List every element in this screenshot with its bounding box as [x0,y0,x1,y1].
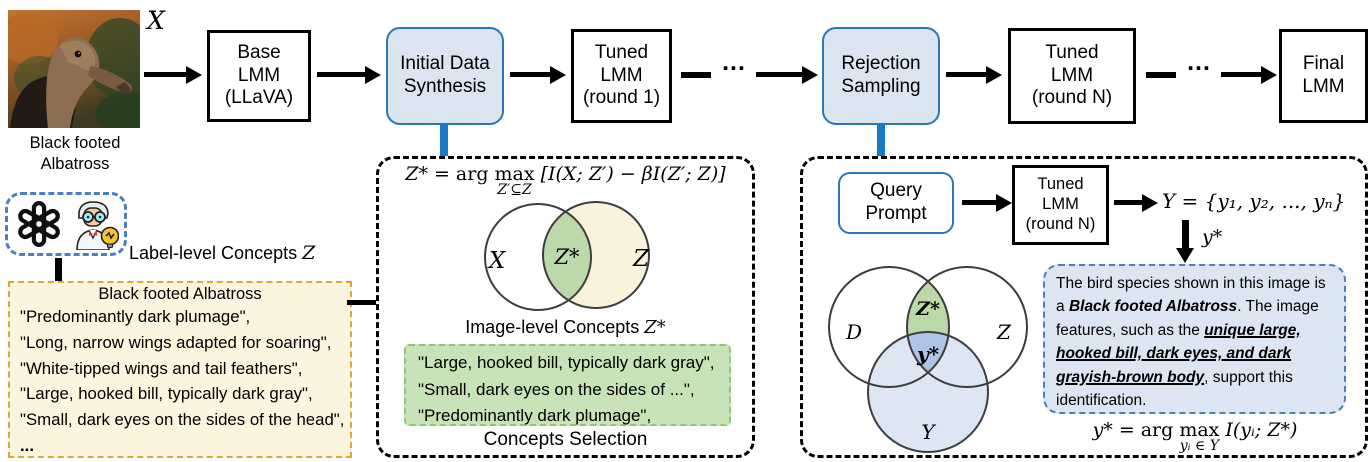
base-lmm-box: Base LMM (LLaVA) [207,30,311,122]
concept-line: "Predominantly dark plumage", [20,307,251,326]
arrow-agents-to-concepts [55,258,62,285]
answer-venn-diagram: D Z* Z y* Y [828,266,1028,453]
concept-selection-formula: Z* = arg max Z′⊆Z [I(X; Z′) − βI(Z′; Z)] [376,163,755,198]
arrow-synthesis-to-tuned1 [510,72,550,77]
ystar-arrow-label: y* [1202,226,1223,248]
venn-label-d: D [845,320,862,344]
rejection-sampling-box: Rejection Sampling [822,27,940,125]
connector-synthesis-to-panel [440,124,448,157]
formula-arg: arg [455,163,489,185]
image-level-concepts-heading: Image-level Concepts Z* [376,317,755,338]
concept-line: "Small, dark eyes on the sides of the he… [20,410,345,430]
albatross-photo [0,10,156,136]
formula-var: y* [1092,419,1113,441]
selected-concept-line: "Small, dark eyes on the sides of ...", [418,379,695,399]
formula-constraint: yᵢ ∈ Y [1179,438,1219,454]
dash-segment [1146,72,1176,78]
answer-seg3: . The image features, such as the [1056,298,1319,339]
initial-data-synthesis-box: Initial Data Synthesis [386,27,504,125]
concepts-selection-caption: Concepts Selection [483,429,648,450]
tuned-lmm-roundN-box: Tuned LMM (round N) [1008,28,1136,124]
concept-line: "Long, narrow wings adapted for soaring"… [20,332,332,352]
venn-label-zstar: Z* [553,245,580,269]
dash-segment [681,72,711,78]
query-prompt-box: Query Prompt [838,172,954,234]
image-level-concepts-text: Image-level Concepts [465,317,645,337]
selected-concept-line: "Large, hooked bill, typically dark gray… [418,353,715,372]
concept-line-ellipsis: ... [20,435,34,455]
arrow-sampling-to-tunedN [946,72,986,77]
formula-constraint: Z′⊆Z [497,182,532,198]
formula-arg: arg [1140,419,1174,441]
tuned-lmm-roundN-inner-box: Tuned LMM (round N) [1012,165,1109,245]
concept-venn-diagram: X Z* Z [484,201,650,311]
venn-label-z: Z [632,246,650,272]
base-lmm-label: Base LMM (LLaVA) [224,41,294,109]
query-prompt-label: Query Prompt [865,180,927,224]
formula-eq: = [1118,419,1135,441]
tuned-lmm-round1-box: Tuned LMM (round 1) [571,29,672,123]
label-concepts-box: Black footed Albatross "Predominantly da… [8,281,352,458]
arrow-to-rejection-sampling [756,72,802,77]
concept-line: "Large, hooked bill, typically dark gray… [20,384,313,404]
formula-objective: [I(X; Z′) − βI(Z′; Z)] [540,163,726,185]
venn-label-x: X [487,248,507,274]
concepts-box-title: Black footed Albatross [98,285,262,303]
zstar-symbol: Z* [644,317,666,338]
answer-seg5: , support this identification. [1056,368,1293,410]
arrow-to-final-lmm [1221,72,1261,77]
answer-seg1: The bird species shown in this image is … [1056,275,1326,316]
formula-var: Z* [405,163,428,185]
arrow-lmm-to-candidates [1114,200,1142,205]
rejection-sampling-label: Rejection Sampling [841,53,921,97]
ellipsis-dots: ... [1187,48,1211,76]
human-expert-icon [75,201,119,250]
arrow-candidates-to-answer [1182,220,1189,248]
selected-concept-line: "Predominantly dark plumage", [418,406,652,425]
formula-objective: I(yᵢ; Z*) [1225,419,1298,441]
venn-label-z: Z [996,320,1012,344]
label-level-concepts-text: Label-level Concepts [129,243,303,263]
answer-species: Black footed Albatross [1068,298,1238,316]
albatross-illustration [0,10,156,136]
concept-line: "White-tipped wings and tail feathers", [20,358,303,378]
answer-selection-formula: y* = arg max yᵢ ∈ Y I(yᵢ; Z*) [1040,419,1350,454]
z-symbol: Z [302,242,316,264]
selected-concepts-box: "Large, hooked bill, typically dark gray… [404,344,731,426]
final-lmm-label: Final LMM [1302,53,1345,97]
arrow-image-to-base-lmm [144,72,186,77]
arrow-base-to-synthesis [317,72,365,77]
ellipsis-dots: ... [722,48,746,76]
answer-text-box: The bird species shown in this image is … [1043,264,1346,414]
formula-max: max [494,163,535,185]
tuned-lmm-roundN-label: Tuned LMM (round N) [1031,41,1113,109]
label-level-concepts-heading: Label-level Concepts Z [129,242,315,264]
openai-icon [17,201,60,247]
formula-max-stack: max Z′⊆Z [495,163,535,198]
arrow-prompt-to-lmm [962,200,996,205]
concept-generators-box [5,192,127,256]
venn-label-zstar: Z* [915,298,940,320]
arrow-concepts-to-selection-panel [347,300,397,305]
photo-caption: Black footed Albatross [29,134,121,173]
tuned-lmm-roundN-inner-label: Tuned LMM (round N) [1025,175,1096,233]
input-image-symbol: X [147,6,165,35]
formula-max-stack: max yᵢ ∈ Y [1179,419,1219,454]
formula-max: max [1179,419,1220,441]
tuned-lmm-round1-label: Tuned LMM (round 1) [582,41,661,109]
candidate-set-label: Y = {y₁, y₂, ..., yₙ} [1162,189,1346,213]
connector-sampling-to-panel [877,124,885,157]
final-lmm-box: Final LMM [1279,29,1368,123]
initial-data-synthesis-label: Initial Data Synthesis [400,53,490,97]
answer-features: unique large, hooked bill, dark eyes, an… [1056,321,1301,386]
venn-label-ystar: y* [916,342,940,366]
venn-label-y: Y [921,420,936,444]
formula-eq: = [434,163,450,185]
